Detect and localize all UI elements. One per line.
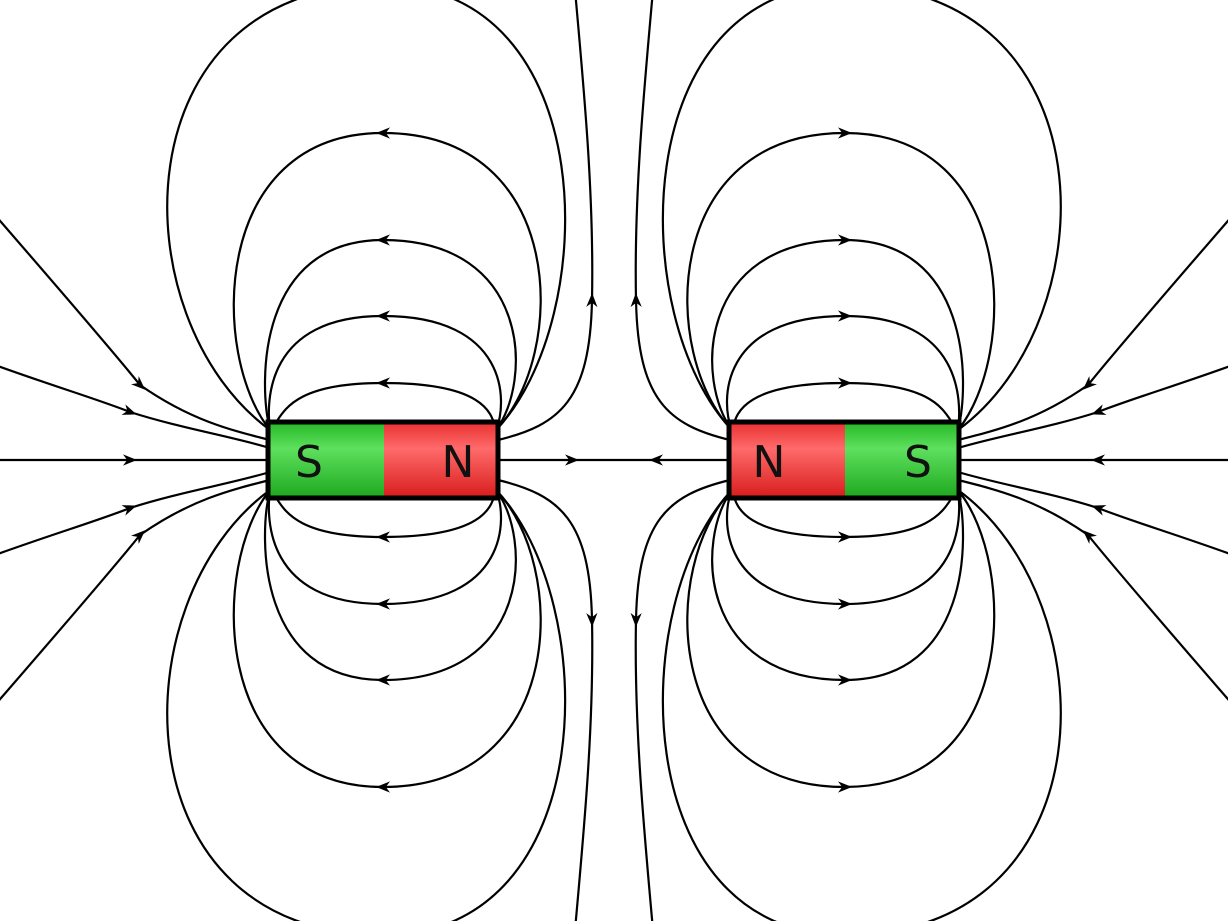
pole-label-n: N <box>442 437 475 488</box>
field-line <box>725 489 961 610</box>
field-line <box>730 377 959 431</box>
north-pole <box>729 422 845 498</box>
field-line <box>232 127 542 431</box>
pole-label-s: S <box>904 437 932 488</box>
pole-label-s: S <box>295 437 323 488</box>
field-line <box>0 365 271 450</box>
field-line <box>686 489 996 793</box>
field-line <box>957 478 1228 701</box>
field-line <box>630 478 731 921</box>
field-line <box>661 489 1062 921</box>
field-line <box>269 489 498 543</box>
field-line <box>263 489 517 686</box>
south-pole <box>268 422 384 498</box>
south-pole <box>845 422 959 498</box>
magnet-right: N S <box>726 419 962 501</box>
field-line <box>957 365 1228 450</box>
field-line <box>232 489 542 793</box>
field-line <box>267 489 503 610</box>
field-line <box>711 489 965 686</box>
field-line <box>497 478 598 921</box>
magnet-left: S N <box>265 419 501 501</box>
field-line <box>0 470 271 555</box>
field-line <box>661 0 1062 431</box>
field-line <box>0 478 271 701</box>
magnet-outline <box>265 419 501 501</box>
field-line <box>497 0 598 442</box>
field-line <box>630 0 731 442</box>
field-line <box>0 219 271 442</box>
magnet-outline <box>726 419 962 501</box>
field-line <box>263 234 517 431</box>
north-pole <box>384 422 498 498</box>
field-line <box>269 377 498 431</box>
field-line <box>957 219 1228 442</box>
pole-label-n: N <box>753 437 786 488</box>
field-line <box>166 489 567 921</box>
field-line <box>725 310 961 431</box>
field-line <box>957 470 1228 555</box>
field-line <box>686 127 996 431</box>
field-line <box>730 489 959 543</box>
field-line <box>711 234 965 431</box>
field-line <box>166 0 567 431</box>
field-line <box>267 310 503 431</box>
